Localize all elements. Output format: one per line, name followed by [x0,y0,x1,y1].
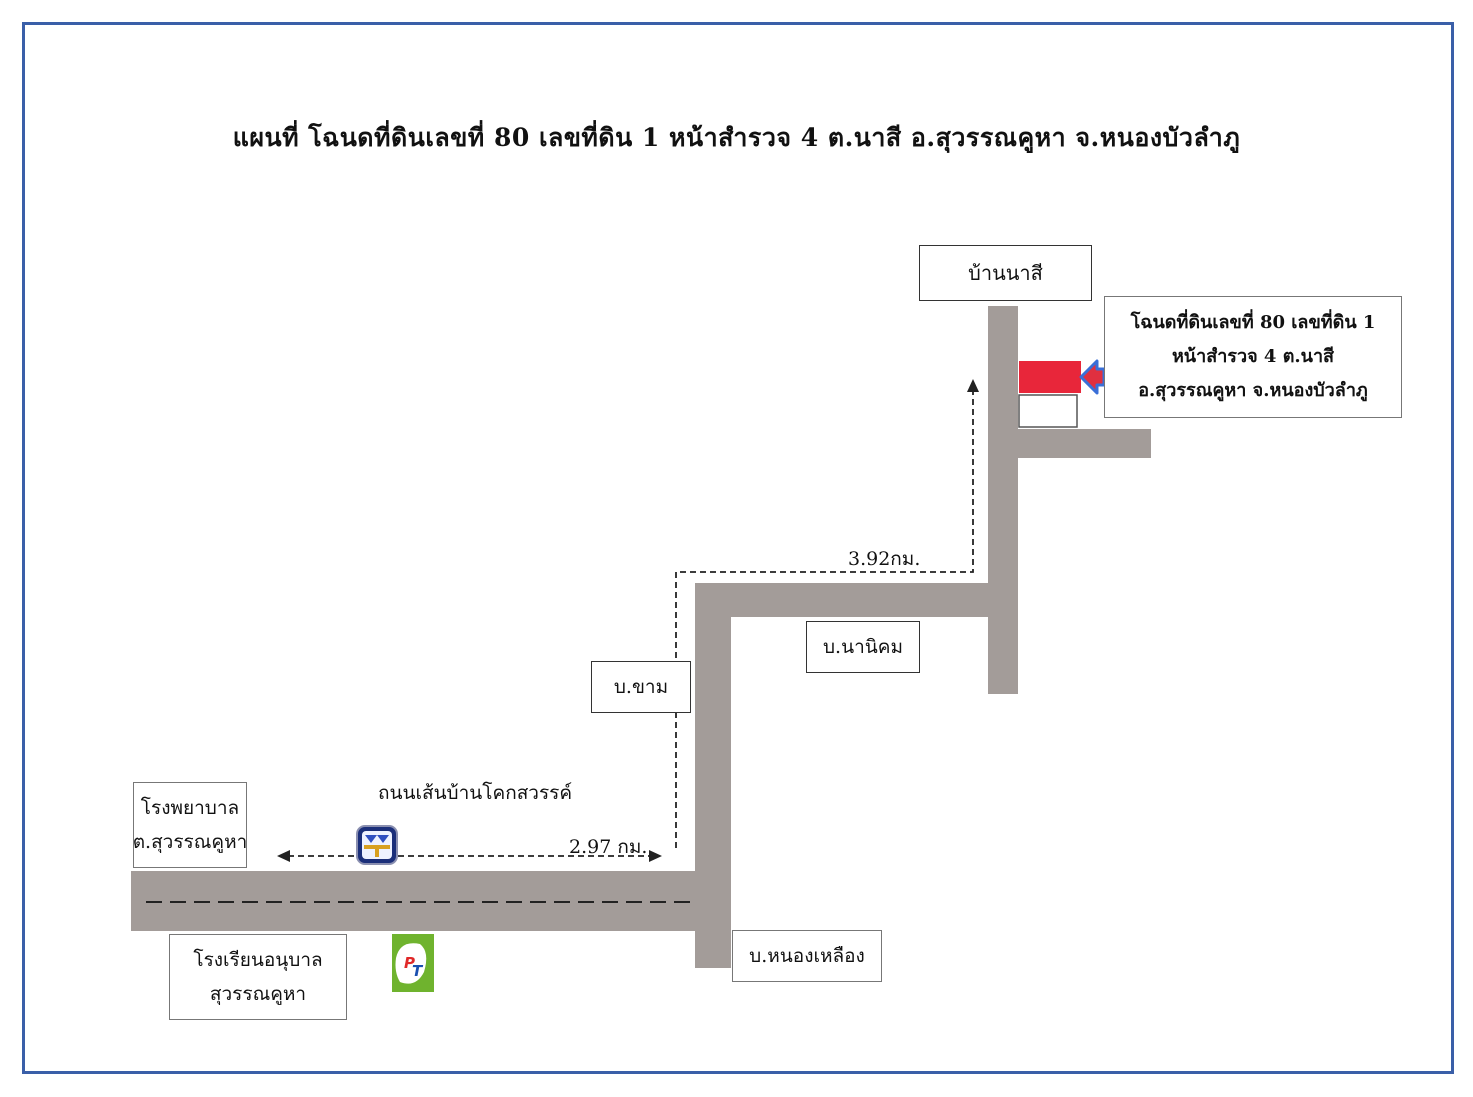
label-kindergarten: โรงเรียนอนุบาล สุวรรณคูหา [169,934,347,1020]
map-frame [22,22,1454,1074]
neighbor-parcel [1018,394,1078,428]
pointer-arrow-icon [1079,359,1106,395]
road-vertical-nasi [988,306,1018,694]
label-road-name: ถนนเส้นบ้านโคกสวรรค์ [378,782,573,804]
label-distance-2: 3.92กม. [848,548,921,570]
label-village-nanikhom: บ.นานิคม [806,621,920,673]
road-horizontal-nanikhom [695,583,1018,617]
label-village-nongleuang: บ.หนองเหลือง [732,930,882,982]
label-distance-1: 2.97 กม. [569,836,648,858]
road-branch-east [988,429,1151,458]
road-vertical-kham [695,583,731,968]
svg-text:T: T [412,962,424,980]
label-hospital: โรงพยาบาล ต.สุวรรณคูหา [133,782,247,868]
route-distance-1 [277,850,662,862]
label-village-kham: บ.ขาม [591,661,691,713]
map-title: แผนที่ โฉนดที่ดินเลขที่ 80 เลขที่ดิน 1 ห… [232,123,1241,152]
pt-gas-station-icon: P T [392,934,434,992]
target-parcel [1019,361,1081,393]
label-parcel-info: โฉนดที่ดินเลขที่ 80 เลขที่ดิน 1 หน้าสำรว… [1104,296,1402,418]
route-distance-2 [675,379,979,848]
label-village-nasi: บ้านนาสี [919,245,1092,301]
bank-logo-icon [356,825,398,865]
svg-text:P: P [404,954,415,972]
